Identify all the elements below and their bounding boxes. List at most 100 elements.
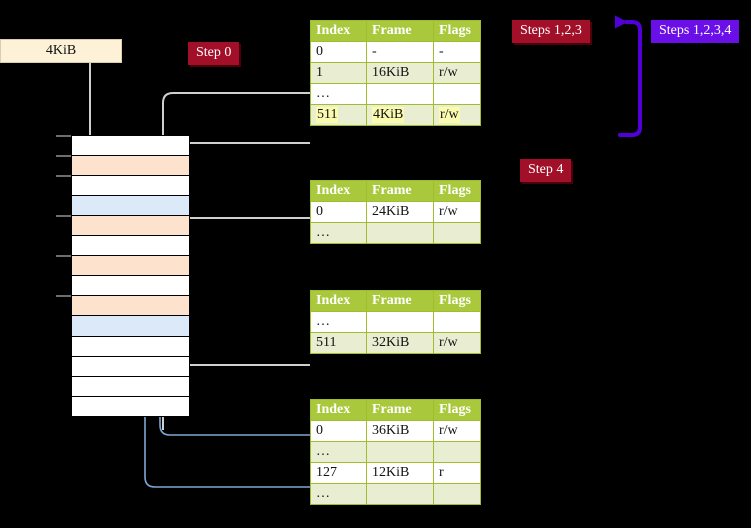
memory-frame-row [71, 135, 190, 157]
table-cell: … [310, 311, 367, 333]
table-row[interactable]: … [310, 83, 481, 105]
table-cell: r [433, 462, 481, 484]
memory-row-tick [56, 135, 71, 137]
table-cell [433, 83, 481, 105]
memory-frame-row [71, 315, 190, 337]
memory-frame-row [71, 215, 190, 237]
table-cell: - [433, 41, 481, 63]
badge-steps-1234: Steps 1,2,3,4 [651, 20, 740, 43]
badge-step-0-label: Step 0 [196, 45, 232, 60]
table-cell: r/w [433, 104, 481, 126]
table-cell [433, 222, 481, 244]
table-cell: 511 [310, 332, 367, 354]
table-row[interactable]: 511 4KiB r/w [310, 104, 481, 126]
memory-row-tick [56, 155, 71, 158]
column-header-frame: Frame [366, 180, 434, 202]
table-cell [366, 483, 434, 505]
memory-frame-row [71, 335, 190, 357]
table-row[interactable]: … [310, 441, 481, 463]
table-cell [433, 311, 481, 333]
column-header-index: Index [310, 20, 367, 42]
column-header-flags: Flags [433, 20, 481, 42]
column-header-index: Index [310, 399, 367, 421]
column-header-flags: Flags [433, 399, 481, 421]
table-cell: 127 [310, 462, 367, 484]
table-cell: 32KiB [366, 332, 434, 354]
memory-row-tick [56, 295, 71, 298]
table-cell [366, 222, 434, 244]
table-cell: 1 [310, 62, 367, 84]
table-cell: 36KiB [366, 420, 434, 442]
column-header-flags: Flags [433, 290, 481, 312]
highlighted-value: r/w [439, 107, 460, 123]
table-cell: 0 [310, 41, 367, 63]
badge-steps-123-label: Steps 1,2,3 [520, 23, 582, 38]
table-cell: 511 [310, 104, 367, 126]
table-cell: … [310, 222, 367, 244]
memory-frame-row [71, 295, 190, 317]
highlighted-value: 511 [316, 107, 339, 123]
table-cell: 12KiB [366, 462, 434, 484]
memory-frame-row [71, 275, 190, 297]
memory-frame-row [71, 395, 190, 417]
memory-frame-row [71, 255, 190, 277]
table-cell: 24KiB [366, 201, 434, 223]
table-row[interactable]: … [310, 222, 481, 244]
table-cell: … [310, 441, 367, 463]
table-row[interactable]: … [310, 483, 481, 505]
table-cell: … [310, 483, 367, 505]
table-cell: 16KiB [366, 62, 434, 84]
column-header-index: Index [310, 180, 367, 202]
frame-size-box: 4KiB [0, 39, 122, 63]
memory-frame-row [71, 155, 190, 177]
table-cell [366, 311, 434, 333]
table-cell: … [310, 83, 367, 105]
memory-row-tick [56, 215, 71, 218]
table-cell [366, 83, 434, 105]
column-header-index: Index [310, 290, 367, 312]
memory-frame-row [71, 175, 190, 197]
table-cell: - [366, 41, 434, 63]
memory-frame-row [71, 235, 190, 257]
badge-step-4: Step 4 [520, 159, 572, 182]
memory-frame-row [71, 375, 190, 397]
table-cell [366, 441, 434, 463]
table-cell: 0 [310, 420, 367, 442]
table-cell: 0 [310, 201, 367, 223]
column-header-flags: Flags [433, 180, 481, 202]
badge-step-4-label: Step 4 [528, 162, 564, 177]
badge-steps-1234-label: Steps 1,2,3,4 [659, 23, 732, 38]
column-header-frame: Frame [366, 290, 434, 312]
table-cell: r/w [433, 420, 481, 442]
table-cell: 4KiB [366, 104, 434, 126]
table-cell: r/w [433, 62, 481, 84]
memory-frame-row [71, 355, 190, 377]
highlighted-value: 4KiB [372, 107, 405, 123]
table-cell: r/w [433, 332, 481, 354]
table-row[interactable]: … [310, 311, 481, 333]
physical-memory-column [56, 135, 190, 417]
table-cell: r/w [433, 201, 481, 223]
badge-steps-123: Steps 1,2,3 [512, 20, 590, 43]
column-header-frame: Frame [366, 399, 434, 421]
badge-step-0: Step 0 [188, 42, 240, 65]
table-cell [433, 441, 481, 463]
table-row[interactable]: 0-- [310, 41, 481, 63]
frame-size-label: 4KiB [45, 43, 77, 58]
memory-row-tick [56, 255, 71, 258]
column-header-frame: Frame [366, 20, 434, 42]
